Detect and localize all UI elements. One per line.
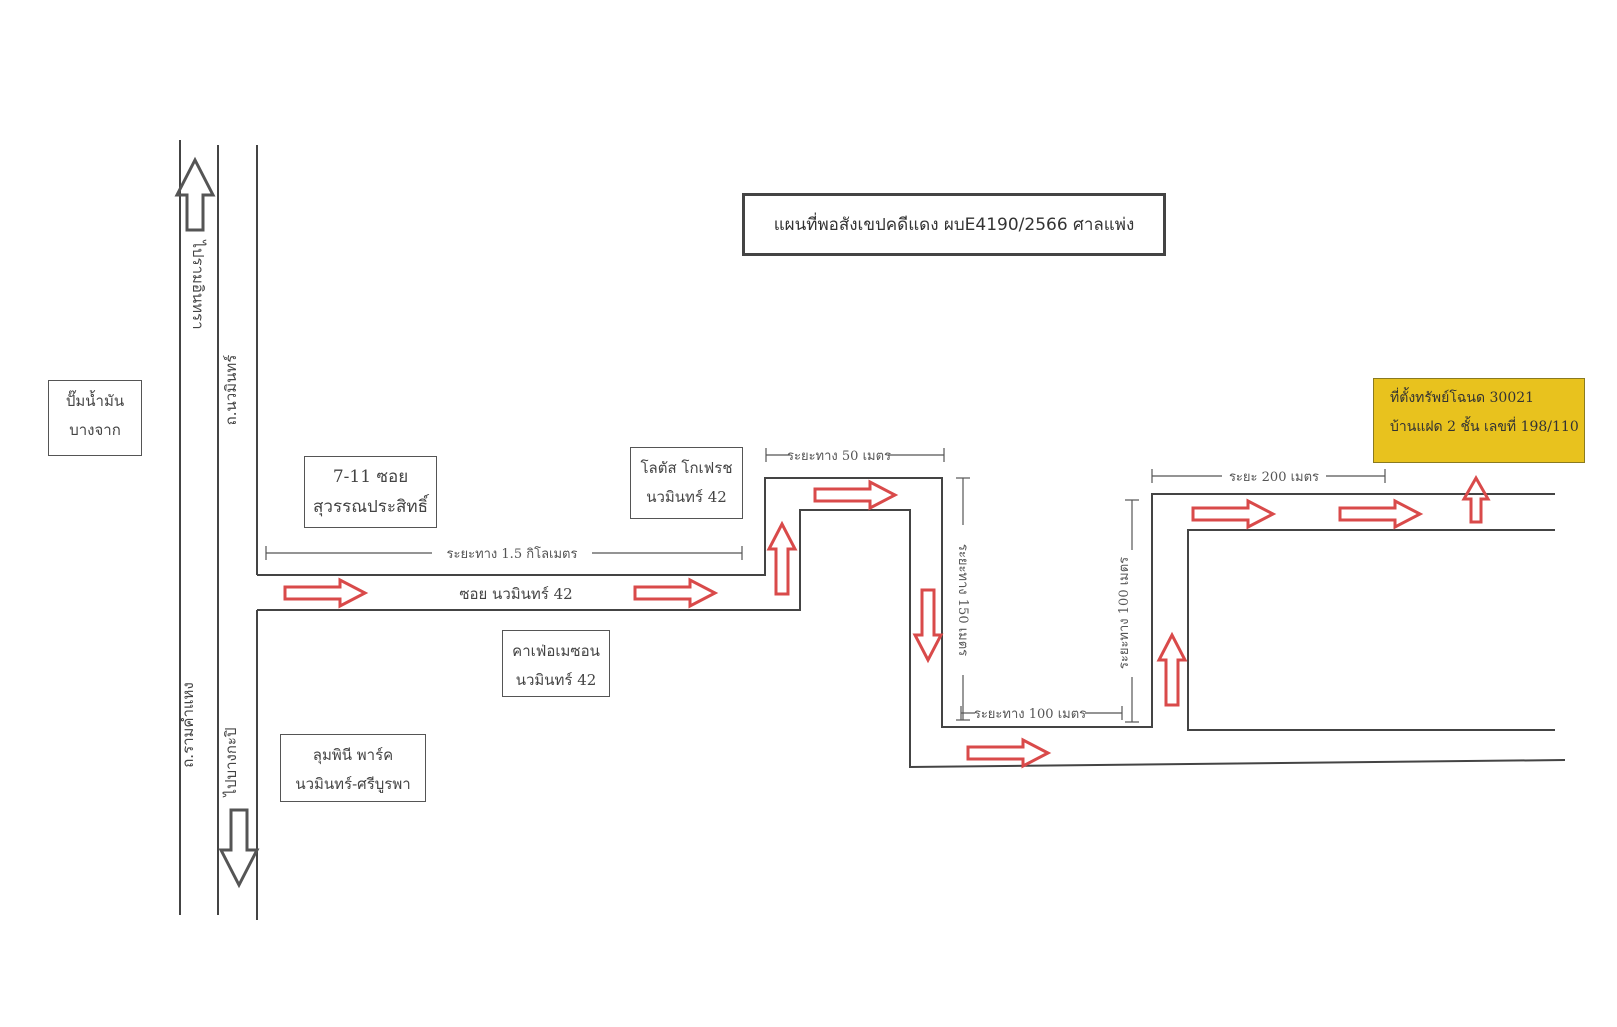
target-property-box: ที่ตั้งทรัพย์โฉนด 30021 บ้านแฝด 2 ชั้น เ… xyxy=(1373,378,1585,463)
distance-label: ระยะทาง 100 เมตร xyxy=(974,707,1086,722)
target-arrow-icon xyxy=(1461,474,1491,524)
distance-label: ระยะ 200 เมตร xyxy=(1229,470,1319,485)
landmark-seven-eleven-line-1: 7-11 ซอย xyxy=(332,467,409,487)
route-arrow-icon xyxy=(1157,633,1187,707)
distance-label: ระยะทาง 100 เมตร xyxy=(1117,557,1132,669)
map-title: แผนที่พอสังเขปคดีแดง ผบE4190/2566 ศาลแพ่… xyxy=(742,193,1166,256)
road-label-nawamin: ถ.นวมินทร์ xyxy=(222,355,240,426)
landmark-pump-line-2: บางจาก xyxy=(69,420,121,439)
south-arrow-icon xyxy=(218,808,260,889)
landmark-pump: ปั๊มน้ำมัน บางจาก xyxy=(48,380,142,456)
landmark-seven-eleven-line-2: สุวรรณประสิทธิ์ xyxy=(313,496,428,517)
main-road-lines xyxy=(179,140,258,920)
soi-lower-edge xyxy=(257,509,1566,769)
distance-label: ระยะทาง 1.5 กิโลเมตร xyxy=(447,546,578,562)
route-arrow-icon xyxy=(767,522,797,596)
route-arrow-icon xyxy=(633,578,717,608)
route-arrow-icon xyxy=(283,578,367,608)
landmark-cafe-line-1: คาเฟ่อเมซอน xyxy=(512,642,600,660)
landmark-lotus-line-1: โลตัส โกเฟรช xyxy=(640,459,733,477)
route-arrow-icon xyxy=(966,738,1050,768)
route-arrow-icon xyxy=(913,588,943,662)
distance-markers xyxy=(265,448,1386,723)
distance-label: ระยะทาง 150 เมตร xyxy=(955,544,970,656)
soi-label: ซอย นวมินทร์ 42 xyxy=(459,585,572,603)
map-title-text: แผนที่พอสังเขปคดีแดง ผบE4190/2566 ศาลแพ่… xyxy=(773,215,1135,235)
soi-upper-edge xyxy=(257,477,1555,728)
road-label-bangkapi: ไปบางกะปิ xyxy=(222,728,240,798)
landmark-lumpini-line-1: ลุมพินี พาร์ค xyxy=(312,746,394,764)
landmark-lumpini-line-2: นวมินทร์-ศรีบูรพา xyxy=(295,774,411,793)
route-arrow-icon xyxy=(1338,499,1422,529)
landmark-pump-line-1: ปั๊มน้ำมัน xyxy=(65,392,125,410)
target-line-1: ที่ตั้งทรัพย์โฉนด 30021 xyxy=(1390,390,1535,406)
landmark-seven-eleven: 7-11 ซอย สุวรรณประสิทธิ์ xyxy=(304,456,437,528)
distance-label: ระยะทาง 50 เมตร xyxy=(787,449,891,464)
north-arrow-icon xyxy=(174,156,216,232)
route-arrow-icon xyxy=(1191,499,1275,529)
target-line-2: บ้านแฝด 2 ชั้น เลขที่ 198/110 xyxy=(1390,419,1579,436)
landmark-cafe: คาเฟ่อเมซอน นวมินทร์ 42 xyxy=(502,630,610,697)
landmark-lotus-line-2: นวมินทร์ 42 xyxy=(646,487,727,506)
landmark-cafe-line-2: นวมินทร์ 42 xyxy=(515,670,597,689)
road-label-ramintra: ไปรามอินทรา xyxy=(189,239,207,329)
route-arrow-icon xyxy=(813,480,897,510)
road-label-ramkhamhaeng: ถ.รามคำแหง xyxy=(179,682,197,768)
landmark-lumpini: ลุมพินี พาร์ค นวมินทร์-ศรีบูรพา xyxy=(280,734,426,802)
landmark-lotus: โลตัส โกเฟรช นวมินทร์ 42 xyxy=(630,447,743,519)
